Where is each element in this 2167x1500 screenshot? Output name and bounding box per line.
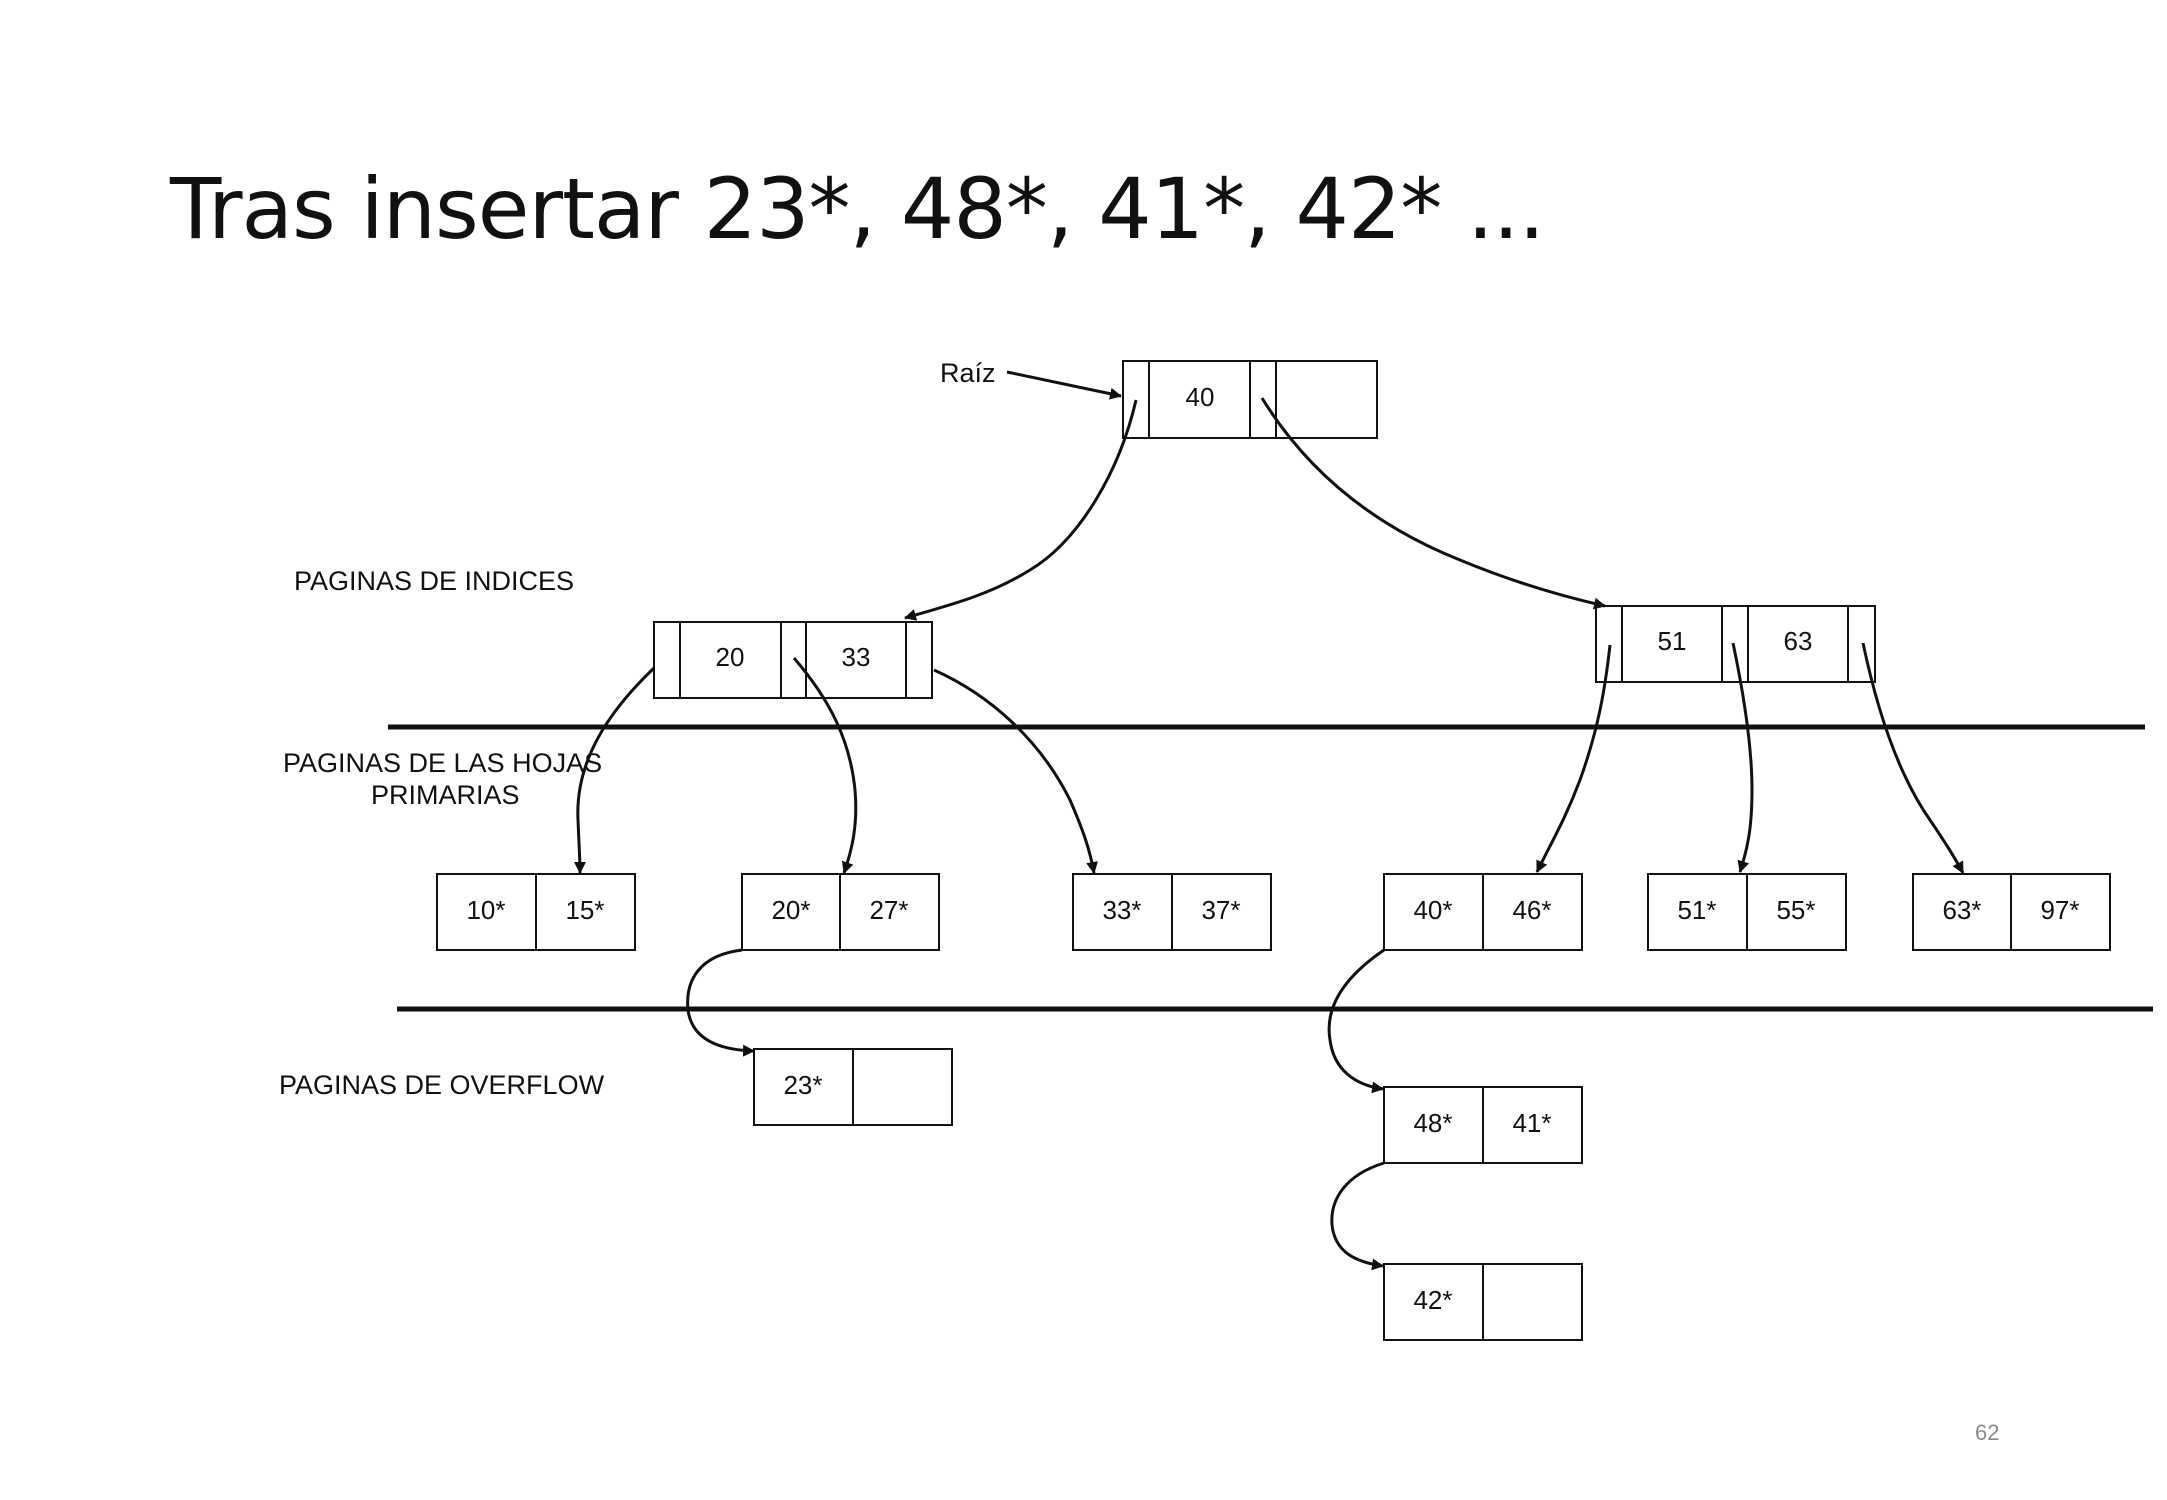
leaf-entry: 15* bbox=[565, 895, 604, 925]
overflow-page: 42* bbox=[1383, 1263, 1583, 1341]
leaf-page: 63* 97* bbox=[1912, 873, 2111, 951]
leaf-4-to-overflow-arrow bbox=[1327, 948, 1385, 1094]
left-index-node: 20 33 bbox=[653, 621, 933, 699]
right-node-to-leaf-5-arrow bbox=[1731, 642, 1754, 873]
right-node-to-leaf-4-arrow bbox=[1535, 644, 1612, 873]
overflow-page: 48* 41* bbox=[1383, 1086, 1583, 1164]
slide-title: Tras insertar 23*, 48*, 41*, 42* ... bbox=[170, 160, 1545, 258]
leaf-entry: 40* bbox=[1413, 895, 1452, 925]
root-label: Raíz bbox=[940, 358, 996, 388]
right-index-node: 51 63 bbox=[1595, 605, 1876, 683]
root-to-right-node-arrow bbox=[1260, 397, 1606, 610]
leaf-2-to-overflow-arrow bbox=[686, 948, 755, 1057]
root-key-1: 40 bbox=[1186, 382, 1215, 412]
overflow-entry: 23* bbox=[783, 1070, 822, 1100]
overflow-entry: 41* bbox=[1512, 1108, 1551, 1138]
right-node-key-2: 63 bbox=[1784, 626, 1813, 656]
left-node-to-leaf-1-arrow bbox=[573, 666, 656, 874]
leaf-entry: 55* bbox=[1776, 895, 1815, 925]
leaf-pages-label-line2: PRIMARIAS bbox=[371, 780, 520, 810]
right-node-key-1: 51 bbox=[1658, 626, 1687, 656]
leaf-page: 33* 37* bbox=[1072, 873, 1272, 951]
leaf-entry: 97* bbox=[2040, 895, 2079, 925]
left-node-to-leaf-2-arrow bbox=[792, 657, 858, 874]
left-node-to-leaf-3-arrow bbox=[933, 668, 1099, 874]
leaf-pages-label-line1: PAGINAS DE LAS HOJAS bbox=[283, 748, 602, 778]
root-pointer-arrow bbox=[1006, 370, 1122, 400]
page-number: 62 bbox=[1975, 1420, 2000, 1445]
index-pages-label: PAGINAS DE INDICES bbox=[294, 566, 574, 596]
left-node-key-1: 20 bbox=[716, 642, 745, 672]
leaf-entry: 37* bbox=[1201, 895, 1240, 925]
leaf-entry: 33* bbox=[1102, 895, 1141, 925]
leaf-page: 20* 27* bbox=[741, 873, 940, 951]
root-to-left-node-arrow bbox=[904, 399, 1138, 621]
right-node-to-leaf-6-arrow bbox=[1861, 642, 1965, 874]
left-node-key-2: 33 bbox=[842, 642, 871, 672]
leaf-entry: 51* bbox=[1677, 895, 1716, 925]
leaf-entry: 27* bbox=[869, 895, 908, 925]
leaf-page: 40* 46* bbox=[1383, 873, 1583, 951]
leaf-entry: 10* bbox=[466, 895, 505, 925]
leaf-entry: 20* bbox=[771, 895, 810, 925]
leaf-page: 51* 55* bbox=[1647, 873, 1847, 951]
root-index-node: 40 bbox=[1122, 360, 1378, 439]
leaf-page: 10* 15* bbox=[436, 873, 636, 951]
overflow-entry: 42* bbox=[1413, 1285, 1452, 1315]
overflow-pages-label: PAGINAS DE OVERFLOW bbox=[279, 1070, 605, 1100]
leaf-entry: 46* bbox=[1512, 895, 1551, 925]
overflow-chain-arrow bbox=[1330, 1161, 1385, 1271]
overflow-page: 23* bbox=[753, 1048, 953, 1126]
leaf-entry: 63* bbox=[1942, 895, 1981, 925]
overflow-entry: 48* bbox=[1413, 1108, 1452, 1138]
